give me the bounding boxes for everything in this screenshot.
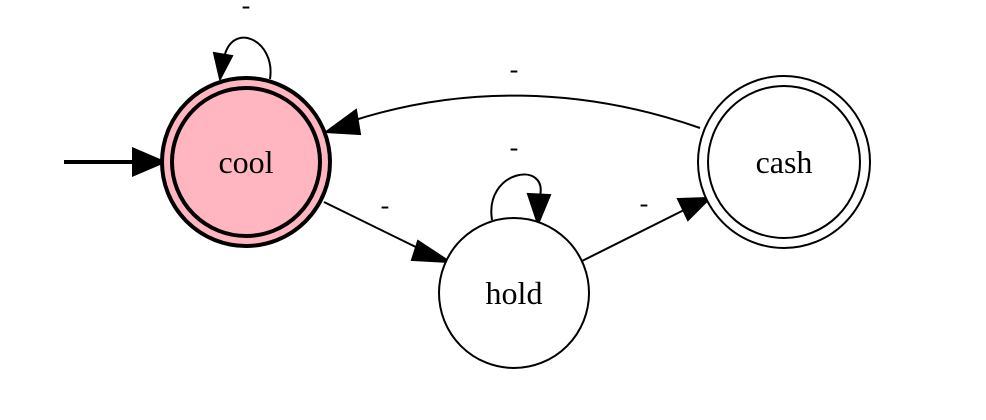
transition-cool-cool[interactable]: -: [212, 0, 272, 82]
transition-label-cash-cool: -: [510, 55, 519, 84]
transition-label-cool-hold: -: [381, 191, 390, 220]
initial-arrow: [64, 146, 168, 178]
state-cash[interactable]: cash: [697, 75, 871, 249]
state-cool[interactable]: cool: [160, 76, 332, 248]
state-label-cool: cool: [218, 144, 273, 180]
transition-cool-hold[interactable]: -: [323, 191, 454, 264]
state-hold-ring: [438, 217, 590, 369]
state-hold[interactable]: hold: [438, 217, 590, 369]
transition-label-hold-hold: -: [510, 133, 519, 162]
transition-hold-hold[interactable]: -: [490, 133, 552, 227]
state-label-hold: hold: [486, 275, 543, 311]
state-cash-inner-ring: [707, 85, 861, 239]
state-label-cash: cash: [756, 144, 813, 180]
transition-label-hold-cash: -: [640, 189, 649, 218]
transition-hold-cash[interactable]: -: [581, 189, 713, 262]
transition-label-cool-cool: -: [242, 0, 251, 20]
state-cool-inner-ring: [170, 86, 322, 238]
transition-cash-cool[interactable]: -: [323, 55, 701, 136]
